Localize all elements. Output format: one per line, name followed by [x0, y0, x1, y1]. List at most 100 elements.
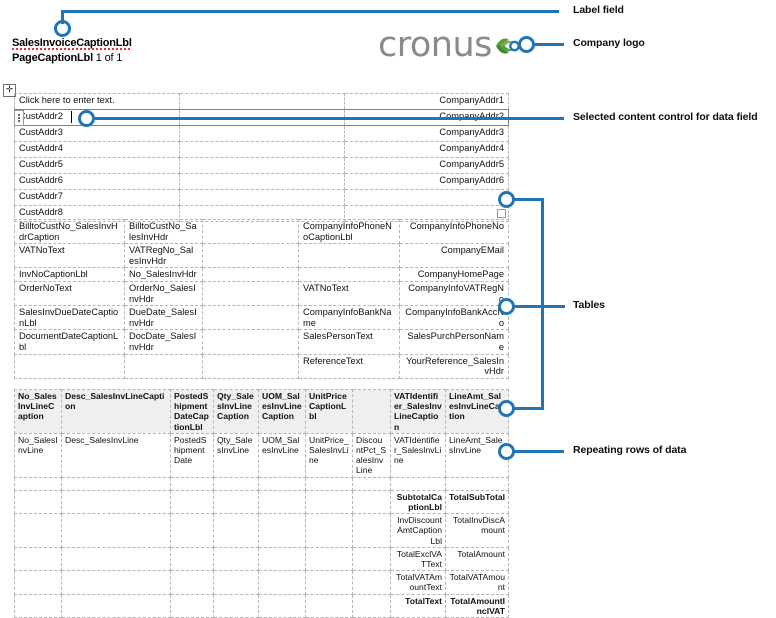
- callout-bracket-tables: [541, 198, 544, 410]
- address-cell[interactable]: CustAddr3: [14, 125, 180, 142]
- invoice-info-cell[interactable]: DocDate_SalesInvHdr: [124, 329, 203, 355]
- invoice-info-cell[interactable]: [202, 218, 299, 245]
- invoice-info-cell[interactable]: VATRegNo_SalesInvHdr: [124, 243, 203, 269]
- lines-data-cell[interactable]: Qty_SalesInvLine: [213, 432, 259, 478]
- table-row[interactable]: Click here to enter text. CompanyAddr1: [14, 93, 509, 110]
- invoice-info-cell[interactable]: CompanyInfoVATRegNo: [399, 280, 509, 307]
- table-row[interactable]: CustAddr5 CompanyAddr5: [14, 157, 509, 174]
- lines-spacer-cell: [305, 476, 353, 491]
- invoice-info-cell[interactable]: SalesInvDueDateCaptionLbl: [14, 305, 125, 331]
- invoice-info-cell[interactable]: [202, 329, 299, 355]
- address-cell[interactable]: [179, 173, 345, 190]
- callout-line-tables-stem: [541, 305, 565, 308]
- invoice-info-cell[interactable]: YourReference_SalesInvHdr: [399, 353, 509, 379]
- totals-label-cell[interactable]: TotalExclVATText: [390, 546, 446, 572]
- invoice-info-cell[interactable]: OrderNo_SalesInvHdr: [124, 280, 203, 307]
- address-cell[interactable]: [344, 189, 509, 206]
- totals-value-cell[interactable]: TotalInvDiscAmount: [445, 513, 509, 548]
- totals-label-cell[interactable]: InvDiscountAmtCaptionLbl: [390, 513, 446, 548]
- address-cell[interactable]: CompanyAddr6: [344, 173, 509, 190]
- lines-data-cell[interactable]: UnitPrice_SalesInvLine: [305, 432, 353, 478]
- invoice-info-cell[interactable]: VATNoText: [298, 280, 400, 307]
- invoice-info-cell[interactable]: CompanyInfoPhoneNoCaptionLbl: [298, 218, 400, 245]
- address-cell[interactable]: CustAddr5: [14, 157, 180, 174]
- invoice-info-cell[interactable]: SalesPurchPersonName: [399, 329, 509, 355]
- invoice-info-cell[interactable]: [202, 243, 299, 269]
- invoice-info-cell[interactable]: [202, 267, 299, 282]
- invoice-info-cell[interactable]: SalesPersonText: [298, 329, 400, 355]
- address-cell[interactable]: [179, 125, 345, 142]
- invoice-info-cell[interactable]: DueDate_SalesInvHdr: [124, 305, 203, 331]
- address-cell[interactable]: CustAddr6: [14, 173, 180, 190]
- address-cell[interactable]: [179, 93, 345, 110]
- lines-data-cell[interactable]: No_SalesInvLine: [14, 432, 62, 478]
- table-row[interactable]: CustAddr7: [14, 189, 509, 206]
- invoice-info-cell[interactable]: VATNoText: [14, 243, 125, 269]
- invoice-info-cell[interactable]: [298, 243, 400, 269]
- totals-label-cell[interactable]: TotalVATAmountText: [390, 570, 446, 595]
- table-move-handle[interactable]: ✛: [3, 84, 16, 97]
- invoice-info-cell[interactable]: [202, 305, 299, 331]
- invoice-info-cell[interactable]: CompanyHomePage: [399, 267, 509, 282]
- address-cell[interactable]: [179, 141, 345, 158]
- invoice-info-cell[interactable]: CompanyInfoBankName: [298, 305, 400, 331]
- lines-data-cell[interactable]: VATIdentifier_SalesInvLine: [390, 432, 446, 478]
- invoice-info-cell[interactable]: ReferenceText: [298, 353, 400, 379]
- content-control-grip[interactable]: [14, 110, 24, 126]
- address-cell[interactable]: [179, 157, 345, 174]
- totals-value-cell[interactable]: TotalAmount: [445, 546, 509, 572]
- invoice-info-cell[interactable]: InvNoCaptionLbl: [14, 267, 125, 282]
- table-row[interactable]: CustAddr3 CompanyAddr3: [14, 125, 509, 142]
- callout-line-tables-mid: [514, 305, 544, 308]
- callout-line-company-logo: [534, 43, 564, 46]
- invoice-info-cell[interactable]: CompanyInfoBankAccNo: [399, 305, 509, 331]
- address-cell[interactable]: CompanyAddr1: [344, 93, 509, 110]
- table-resize-handle[interactable]: [497, 209, 506, 218]
- invoice-info-cell[interactable]: [124, 353, 203, 379]
- address-cell[interactable]: [179, 189, 345, 206]
- invoice-info-cell[interactable]: DocumentDateCaptionLbl: [14, 329, 125, 355]
- invoice-info-cell[interactable]: [298, 267, 400, 282]
- totals-label-cell[interactable]: TotalText: [390, 593, 446, 618]
- totals-value-cell[interactable]: TotalAmountInclVAT: [445, 593, 509, 618]
- invoice-info-cell[interactable]: CompanyInfoPhoneNo: [399, 218, 509, 245]
- invoice-info-cell[interactable]: [202, 353, 299, 379]
- lines-data-cell[interactable]: PostedShipmentDate: [170, 432, 214, 478]
- lines-data-cell[interactable]: Desc_SalesInvLine: [61, 432, 171, 478]
- totals-value-cell[interactable]: TotalVATAmount: [445, 570, 509, 595]
- lines-data-cell[interactable]: UOM_SalesInvLine: [258, 432, 306, 478]
- address-cell[interactable]: CompanyAddr5: [344, 157, 509, 174]
- invoice-info-cell[interactable]: BilltoCustNo_SalesInvHdr: [124, 218, 203, 245]
- invoice-info-cell[interactable]: [202, 280, 299, 307]
- lines-data-cell[interactable]: DiscountPct_SalesInvLine: [352, 432, 391, 478]
- address-cell[interactable]: CustAddr7: [14, 189, 180, 206]
- invoice-info-cell[interactable]: CompanyEMail: [399, 243, 509, 269]
- address-cell[interactable]: Click here to enter text.: [14, 93, 180, 110]
- invoice-info-cell[interactable]: [14, 353, 125, 379]
- totals-label-cell[interactable]: SubtotalCaptionLbl: [390, 489, 446, 515]
- invoice-info-cell[interactable]: No_SalesInvHdr: [124, 267, 203, 282]
- table-row[interactable]: CustAddr4 CompanyAddr4: [14, 141, 509, 158]
- table-row[interactable]: CustAddr8: [14, 205, 509, 222]
- table-row[interactable]: CustAddr6 CompanyAddr6: [14, 173, 509, 190]
- totals-value-cell[interactable]: TotalSubTotal: [445, 489, 509, 515]
- address-cell[interactable]: CustAddr4: [14, 141, 180, 158]
- address-cell[interactable]: CompanyAddr3: [344, 125, 509, 142]
- invoice-info-cell[interactable]: OrderNoText: [14, 280, 125, 307]
- invoice-info-cell[interactable]: BilltoCustNo_SalesInvHdrCaption: [14, 218, 125, 245]
- address-cell[interactable]: CompanyAddr4: [344, 141, 509, 158]
- lines-column-header: UOM_SalesInvLineCaption: [258, 389, 306, 434]
